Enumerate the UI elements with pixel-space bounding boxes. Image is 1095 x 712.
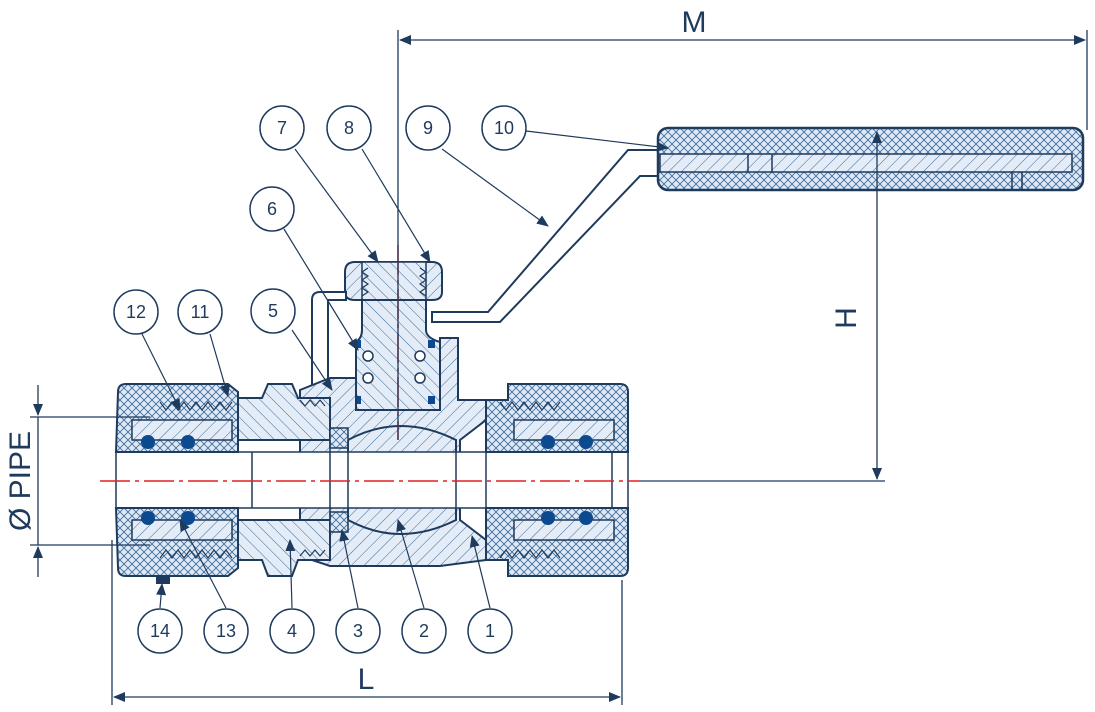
callout-bubbles: 7 8 9 10 6 5 12 11 14 13 4 3 2 1: [113, 105, 527, 654]
callout-4: 4: [269, 608, 315, 654]
callout-3: 3: [335, 608, 381, 654]
valve-body: [115, 337, 629, 577]
callout-6: 6: [249, 186, 295, 232]
callout-14: 14: [137, 608, 183, 654]
handle: [431, 126, 1085, 323]
svg-text:6: 6: [267, 199, 277, 219]
svg-text:14: 14: [150, 621, 170, 641]
svg-text:8: 8: [344, 118, 354, 138]
dimension-l-label: L: [358, 663, 375, 696]
callout-1: 1: [467, 608, 513, 654]
callout-2: 2: [401, 608, 447, 654]
callout-11: 11: [177, 289, 223, 335]
dimension-pipe-label: Ø PIPE: [4, 431, 37, 531]
svg-text:5: 5: [268, 301, 278, 321]
dimension-m-label: M: [682, 6, 707, 39]
svg-text:4: 4: [287, 621, 297, 641]
callout-7: 7: [259, 105, 305, 151]
callout-5: 5: [250, 288, 296, 334]
svg-text:10: 10: [494, 118, 514, 138]
callout-8: 8: [326, 105, 372, 151]
dimension-lines: [30, 30, 1088, 705]
svg-text:1: 1: [485, 621, 495, 641]
svg-text:12: 12: [126, 302, 146, 322]
leader-lines: [141, 130, 669, 609]
svg-text:3: 3: [353, 621, 363, 641]
callout-10: 10: [481, 105, 527, 151]
callout-9: 9: [405, 105, 451, 151]
svg-text:7: 7: [277, 118, 287, 138]
svg-text:9: 9: [423, 118, 433, 138]
right-fitting: [485, 383, 629, 577]
callout-12: 12: [113, 289, 159, 335]
svg-text:11: 11: [191, 302, 210, 322]
svg-text:13: 13: [216, 621, 236, 641]
callout-13: 13: [203, 608, 249, 654]
svg-text:2: 2: [419, 621, 429, 641]
dimension-h-label: H: [830, 307, 863, 329]
